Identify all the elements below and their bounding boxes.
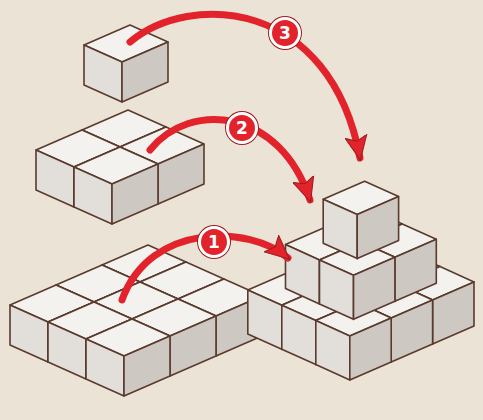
cube-side-face	[391, 300, 432, 362]
cube-side-face	[74, 167, 112, 224]
cube-side-face	[86, 339, 124, 396]
cube-side-face	[316, 321, 350, 380]
cube-side-face	[122, 42, 168, 102]
cube-side-face	[48, 322, 86, 379]
cube-side-face	[357, 197, 398, 259]
cube-side-face	[248, 290, 282, 349]
callout-number: 2	[226, 112, 258, 144]
cube-side-face	[158, 144, 204, 204]
callout-number: 3	[269, 17, 301, 49]
cube-side-face	[320, 260, 354, 319]
cube-side-face	[354, 257, 395, 319]
callout-number: 1	[198, 226, 230, 258]
cube-side-face	[433, 282, 474, 344]
cube-side-face	[350, 318, 391, 380]
cube-side-face	[112, 164, 158, 224]
cube-side-face	[282, 305, 316, 364]
cube-side-face	[323, 199, 357, 258]
cube-side-face	[10, 305, 48, 362]
cube-side-face	[286, 245, 320, 304]
cube-side-face	[36, 150, 74, 207]
cube-side-face	[170, 316, 216, 376]
cube-side-face	[124, 336, 170, 396]
cube-side-face	[84, 45, 122, 102]
cube-side-face	[395, 239, 436, 301]
